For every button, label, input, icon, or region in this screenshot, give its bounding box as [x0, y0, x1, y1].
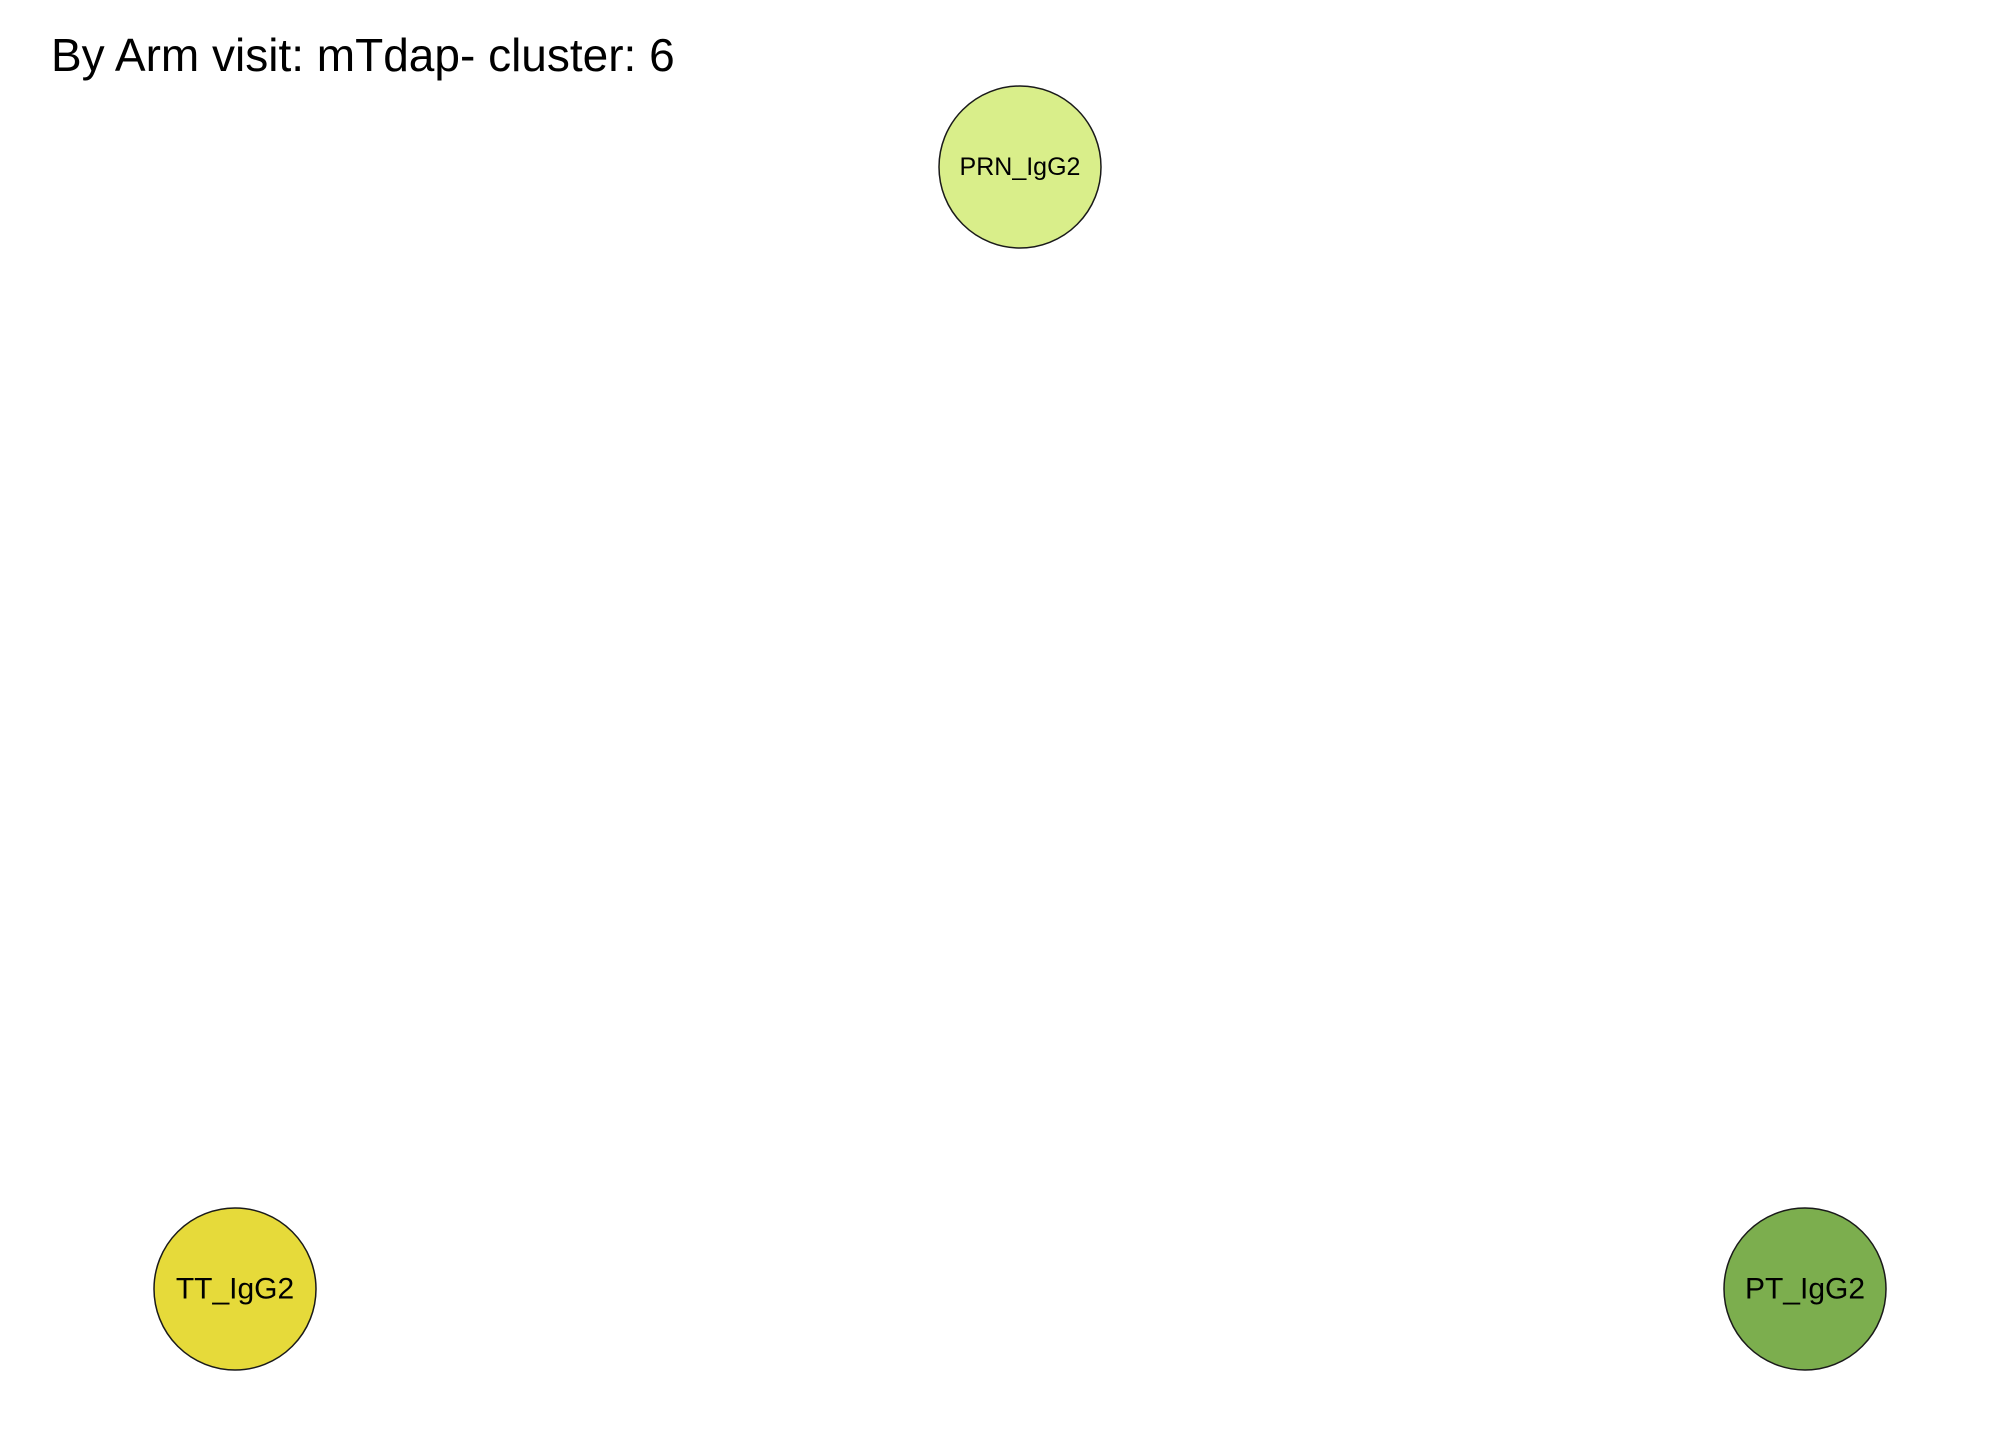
node-tt: TT_IgG2 — [153, 1207, 317, 1371]
node-pt-circle — [1723, 1207, 1887, 1371]
plot-title: By Arm visit: mTdap- cluster: 6 — [51, 29, 675, 81]
node-tt-label: TT_IgG2 — [176, 1273, 294, 1306]
node-prn: PRN_IgG2 — [938, 85, 1102, 249]
node-pt-label: PT_IgG2 — [1745, 1273, 1865, 1306]
node-pt: PT_IgG2 — [1723, 1207, 1887, 1371]
node-prn-label: PRN_IgG2 — [960, 153, 1081, 181]
node-prn-circle — [938, 85, 1102, 249]
node-tt-circle — [153, 1207, 317, 1371]
